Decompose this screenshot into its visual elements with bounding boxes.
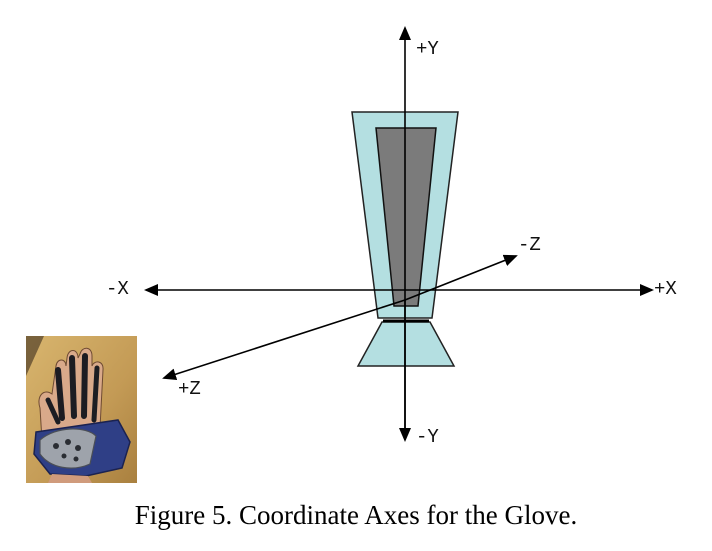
z-axis bbox=[404, 254, 518, 301]
z-axis-positive bbox=[162, 299, 406, 381]
hand-wearing-glove-photo bbox=[26, 336, 137, 483]
glove-wrist-shape bbox=[356, 321, 456, 367]
axis-label-pos-x: +X bbox=[654, 278, 677, 300]
figure-caption: Figure 5. Coordinate Axes for the Glove. bbox=[134, 500, 578, 530]
axis-label-pos-z: +Z bbox=[178, 378, 201, 400]
glove-inner-shape bbox=[375, 127, 437, 307]
axis-label-pos-y: +Y bbox=[416, 38, 439, 60]
axis-label-neg-x: -X bbox=[106, 278, 129, 300]
axis-label-neg-z: -Z bbox=[518, 234, 541, 256]
axis-label-neg-y: -Y bbox=[416, 426, 439, 448]
